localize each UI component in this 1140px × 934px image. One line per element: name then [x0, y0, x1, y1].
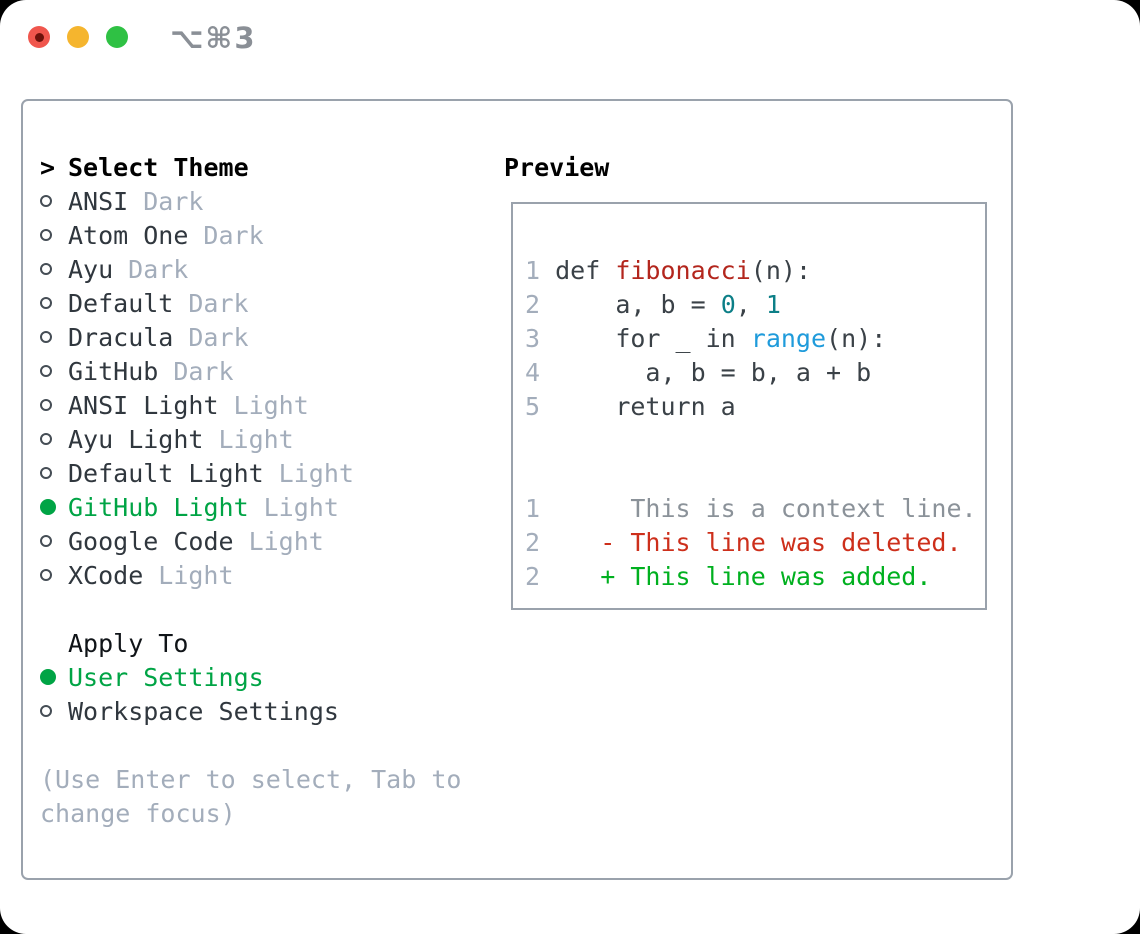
- theme-variant-label: Light: [278, 458, 354, 488]
- radio-icon: [40, 365, 52, 377]
- theme-variant-label: Light: [248, 526, 324, 556]
- radio-icon: [40, 331, 52, 343]
- hint-line: (Use Enter to select, Tab to: [40, 764, 462, 794]
- close-button[interactable]: [28, 26, 50, 48]
- minimize-button[interactable]: [67, 26, 89, 48]
- cursor-icon: >: [40, 152, 56, 182]
- spacer: [40, 728, 480, 762]
- option-label: GitHub Light: [68, 492, 249, 522]
- code-line: 3 for _ in range(n):: [525, 324, 887, 353]
- code-line: 2 a, b = 0, 1: [525, 290, 781, 319]
- radio-icon: [40, 535, 52, 547]
- diff-line: 2 - This line was deleted.: [525, 528, 962, 557]
- theme-variant-label: Dark: [203, 220, 264, 250]
- theme-variant-label: Light: [263, 492, 339, 522]
- option-label: Google Code: [68, 526, 234, 556]
- theme-variant-label: Light: [233, 390, 309, 420]
- option-label: Default Light: [68, 458, 264, 488]
- apply-to-title-row: Apply To: [40, 626, 480, 660]
- theme-option[interactable]: GitHub Dark: [40, 354, 480, 388]
- option-label: Default: [68, 288, 174, 318]
- apply-option[interactable]: Workspace Settings: [40, 694, 480, 728]
- apply-to-title: Apply To: [68, 628, 189, 658]
- spacer: [40, 592, 480, 626]
- code-line: 5 return a: [525, 392, 736, 421]
- window-shortcut-label: ⌥⌘3: [170, 21, 257, 55]
- select-theme-title-row: > Select Theme: [40, 150, 480, 184]
- theme-option[interactable]: Ayu Dark: [40, 252, 480, 286]
- radio-icon: [40, 195, 52, 207]
- radio-icon: [40, 263, 52, 275]
- code-line: 1 def fibonacci(n):: [525, 256, 812, 285]
- theme-option[interactable]: Ayu Light Light: [40, 422, 480, 456]
- theme-option[interactable]: Default Light Light: [40, 456, 480, 490]
- code-line: 4 a, b = b, a + b: [525, 358, 872, 387]
- theme-variant-label: Dark: [143, 186, 204, 216]
- radio-icon: [40, 229, 52, 241]
- theme-option[interactable]: Dracula Dark: [40, 320, 480, 354]
- option-label: GitHub: [68, 356, 159, 386]
- traffic-lights: [28, 26, 128, 48]
- option-label: Dracula: [68, 322, 174, 352]
- preview-box: 1 def fibonacci(n): 2 a, b = 0, 1 3 for _ …: [511, 202, 987, 610]
- theme-variant-label: Dark: [173, 356, 234, 386]
- theme-variant-label: Dark: [128, 254, 189, 284]
- theme-variant-label: Dark: [188, 322, 249, 352]
- diff-line: 1 This is a context line.: [525, 494, 977, 523]
- option-label: Atom One: [68, 220, 189, 250]
- theme-variant-label: Light: [218, 424, 294, 454]
- option-label: ANSI: [68, 186, 129, 216]
- radio-icon: [40, 297, 52, 309]
- diff-preview: 1 This is a context line. 2 - This line w…: [525, 492, 985, 594]
- radio-icon: [40, 433, 52, 445]
- option-label: Workspace Settings: [68, 696, 339, 726]
- theme-option[interactable]: GitHub Light Light: [40, 490, 480, 524]
- radio-icon: [40, 569, 52, 581]
- radio-icon: [40, 399, 52, 411]
- apply-option[interactable]: User Settings: [40, 660, 480, 694]
- preview-title: Preview: [504, 152, 610, 182]
- theme-option[interactable]: ANSI Light Light: [40, 388, 480, 422]
- code-preview: 1 def fibonacci(n): 2 a, b = 0, 1 3 for _ …: [525, 254, 985, 424]
- theme-option[interactable]: ANSI Dark: [40, 184, 480, 218]
- theme-variant-label: Light: [158, 560, 234, 590]
- diff-line: 2 + This line was added.: [525, 562, 932, 591]
- hint-line: change focus): [40, 798, 236, 828]
- option-label: ANSI Light: [68, 390, 219, 420]
- theme-option[interactable]: Google Code Light: [40, 524, 480, 558]
- option-label: XCode: [68, 560, 144, 590]
- radio-icon: [40, 705, 52, 717]
- theme-option[interactable]: Atom One Dark: [40, 218, 480, 252]
- option-label: Ayu Light: [68, 424, 204, 454]
- theme-option[interactable]: XCode Light: [40, 558, 480, 592]
- option-label: User Settings: [68, 662, 264, 692]
- selected-radio-icon: [40, 669, 56, 685]
- option-label: Ayu: [68, 254, 114, 284]
- hint-text: (Use Enter to select, Tab to change focus…: [40, 762, 480, 830]
- selected-radio-icon: [40, 499, 56, 515]
- select-theme-title: Select Theme: [68, 152, 249, 182]
- theme-variant-label: Dark: [188, 288, 249, 318]
- radio-icon: [40, 467, 52, 479]
- theme-option[interactable]: Default Dark: [40, 286, 480, 320]
- zoom-button[interactable]: [106, 26, 128, 48]
